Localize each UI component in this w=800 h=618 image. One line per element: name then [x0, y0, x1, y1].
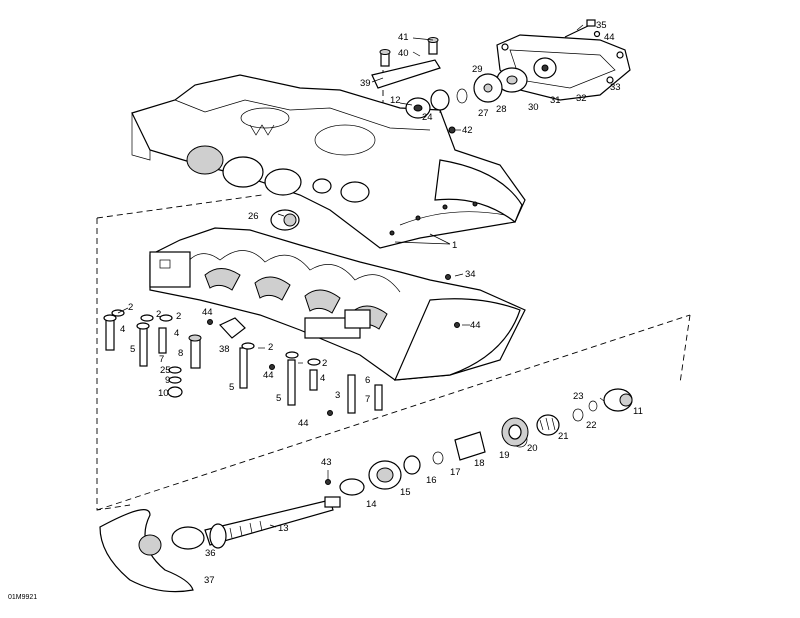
callout-44-bottom: 44: [298, 418, 309, 429]
callout-7-b: 7: [365, 394, 370, 405]
lower-crankcase: [149, 227, 526, 381]
callout-19: 19: [499, 450, 510, 461]
callout-35: 35: [596, 20, 607, 31]
output-shaft-13: [204, 496, 341, 549]
callout-18: 18: [474, 458, 485, 469]
ring-16: [403, 455, 421, 475]
callout-44-left: 44: [202, 307, 213, 318]
leader-lines: [117, 24, 605, 528]
callout-2-e: 2: [322, 358, 327, 369]
pin-43: [325, 479, 331, 485]
callout-20: 20: [527, 443, 538, 454]
callout-43: 43: [321, 457, 332, 468]
callout-40: 40: [398, 48, 409, 59]
callout-13: 13: [278, 523, 289, 534]
callout-7-a: 7: [159, 354, 164, 365]
callout-32: 32: [576, 93, 587, 104]
callout-27: 27: [478, 108, 489, 119]
callout-39: 39: [360, 78, 371, 89]
callout-6: 6: [365, 375, 370, 386]
callout-17: 17: [450, 467, 461, 478]
callout-36: 36: [205, 548, 216, 559]
callout-12: 12: [390, 95, 401, 106]
callout-2-d: 2: [268, 342, 273, 353]
sleeve-18: [454, 431, 486, 461]
callout-4-b: 4: [174, 328, 179, 339]
callout-5-a: 5: [130, 344, 135, 355]
guard-37: [99, 509, 194, 593]
callout-44-right: 44: [470, 320, 481, 331]
callout-31: 31: [550, 95, 561, 106]
washer-14: [339, 478, 365, 496]
callout-29: 29: [472, 64, 483, 75]
callout-16: 16: [426, 475, 437, 486]
callout-5-c: 5: [276, 393, 281, 404]
spring-21: [536, 414, 560, 436]
seal-12: [405, 97, 431, 119]
callout-42: 42: [462, 125, 473, 136]
washer-44-top: [593, 30, 601, 38]
callout-38: 38: [219, 344, 230, 355]
callout-22: 22: [586, 420, 597, 431]
callout-15: 15: [400, 487, 411, 498]
bearing-24: [430, 89, 450, 111]
callout-37: 37: [204, 575, 215, 586]
upper-crankcase: [131, 74, 526, 249]
callout-labels: 41 40 39 35 44 29 33 30 31 32 12 24 27 2…: [120, 20, 643, 586]
callout-8: 8: [178, 348, 183, 359]
callout-4-c: 4: [320, 373, 325, 384]
callout-10: 10: [158, 388, 169, 399]
bearing-15: [368, 460, 402, 490]
callout-44-mid: 44: [263, 370, 274, 381]
callout-9: 9: [165, 375, 170, 386]
nut-42: [448, 126, 456, 134]
callout-41: 41: [398, 32, 409, 43]
rotary-valve-cover: [496, 34, 631, 101]
callout-26: 26: [248, 211, 259, 222]
washers-2: [111, 309, 321, 366]
callout-34: 34: [465, 269, 476, 280]
drawing-code: 01M9921: [8, 594, 37, 601]
callout-23: 23: [573, 391, 584, 402]
callout-5-b: 5: [229, 382, 234, 393]
callout-24: 24: [422, 112, 433, 123]
gear-20: [501, 417, 529, 447]
callout-1: 1: [452, 240, 457, 251]
callout-30: 30: [528, 102, 539, 113]
stud-bolts: [103, 314, 383, 414]
ring-27: [456, 88, 468, 104]
circlip-36: [171, 526, 205, 550]
nut-stack-25-9-10: [167, 366, 183, 398]
ring-22: [572, 408, 584, 422]
screw-35: [564, 19, 596, 38]
callout-25: 25: [160, 365, 171, 376]
bearing-11: [603, 388, 633, 412]
callout-2-b: 2: [156, 309, 161, 320]
callout-33: 33: [610, 82, 621, 93]
circlip-17: [432, 451, 444, 465]
callout-4-a: 4: [120, 324, 125, 335]
callout-28: 28: [496, 104, 507, 115]
callout-2-a: 2: [128, 302, 133, 313]
callout-3: 3: [335, 390, 340, 401]
bracket-39: [371, 37, 441, 89]
seal-26: [270, 209, 300, 231]
callout-2-c: 2: [176, 311, 181, 322]
callout-21: 21: [558, 431, 569, 442]
callout-11: 11: [633, 406, 643, 417]
callout-14: 14: [366, 499, 377, 510]
callout-44-top: 44: [604, 32, 615, 43]
ring-23: [588, 400, 598, 412]
elbow-fitting-38: [219, 317, 246, 339]
